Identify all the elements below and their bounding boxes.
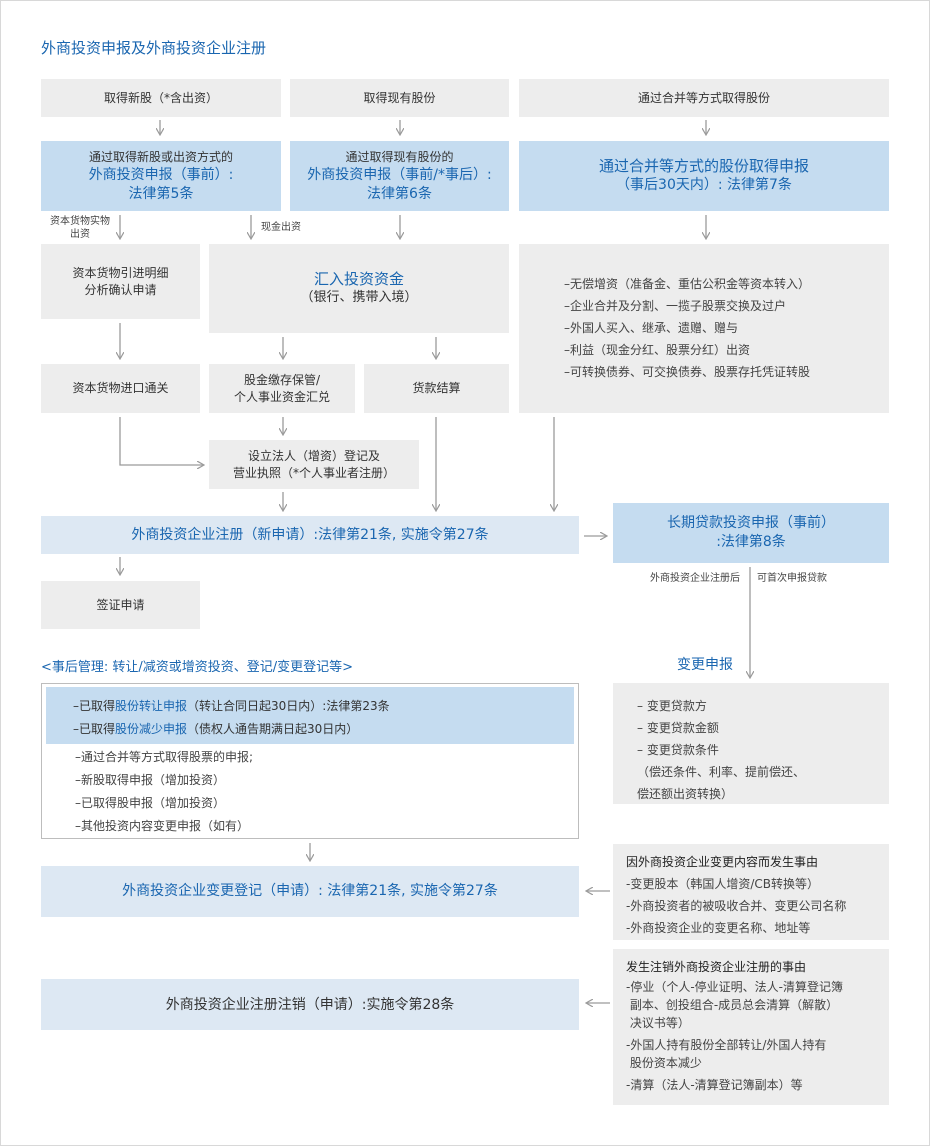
post-highlight-item: –已取得股份减少申报（债权人通告期满日起30日内）	[73, 718, 574, 741]
post-highlight-link[interactable]: 股份转让申报	[115, 699, 188, 713]
change-reason-item: -外商投资企业的变更名称、地址等	[626, 921, 811, 935]
merger-method-item: –可转换债券、可交换债券、股票存托凭证转股	[564, 365, 811, 379]
existing-shares-report-line3: 法律第6条	[367, 185, 432, 202]
existing-shares-report-box: 通过取得现有股份的 外商投资申报（事前/*事后）: 法律第6条	[290, 141, 509, 211]
merger-methods-list: –无偿增资（准备金、重估公积金等资本转入） –企业合并及分割、一揽子股票交换及过户…	[519, 273, 889, 383]
visa-box: 签证申请	[41, 581, 200, 629]
new-shares-report-box: 通过取得新股或出资方式的 外商投资申报（事前）: 法律第5条	[41, 141, 281, 211]
new-shares-box: 取得新股（*含出资）	[41, 79, 281, 117]
change-report-item: – 变更贷款条件	[637, 743, 719, 757]
change-reason-list: -变更股本（韩国人增资/CB转换等） -外商投资者的被吸收合并、变更公司名称 -外商…	[626, 873, 889, 939]
change-registration-box: 外商投资企业变更登记（申请）: 法律第21条, 实施令第27条	[41, 866, 579, 917]
page-title: 外商投资申报及外商投资企业注册	[41, 39, 267, 57]
change-reason-item: -外商投资者的被吸收合并、变更公司名称	[626, 899, 847, 913]
in-kind-edge-label: 资本货物实物 出资	[44, 215, 116, 241]
change-report-item: – 变更贷款方	[637, 699, 707, 713]
capital-goods-detail-line1: 资本货物引进明细	[72, 265, 169, 280]
customs-box: 资本货物进口通关	[41, 364, 200, 413]
cancel-reason-title: 发生注销外商投资企业注册的事由	[626, 960, 807, 974]
post-highlight-list: –已取得股份转让申报（转让合同日起30日内）:法律第23条–已取得股份减少申报（…	[73, 695, 574, 741]
cancel-reason-box: 发生注销外商投资企业注册的事由 -停业（个人-停业证明、法人-清算登记簿 副本、…	[613, 949, 889, 1105]
long-term-loan-line2: :法律第8条	[716, 534, 786, 550]
post-management-item: –其他投资内容变更申报（如有）	[75, 819, 250, 833]
post-management-item: –已取得股申报（增加投资）	[75, 796, 226, 810]
change-reason-title: 因外商投资企业变更内容而发生事由	[626, 855, 819, 869]
change-reason-item: -变更股本（韩国人增资/CB转换等）	[626, 877, 819, 891]
cancel-reason-item: -停业（个人-停业证明、法人-清算登记簿	[626, 980, 843, 994]
post-management-item: –新股取得申报（增加投资）	[75, 773, 226, 787]
remit-funds-line2: （银行、携带入境）	[300, 290, 418, 305]
post-highlight-panel: –已取得股份转让申报（转让合同日起30日内）:法律第23条–已取得股份减少申报（…	[46, 687, 574, 744]
remit-funds-line1: 汇入投资资金	[313, 270, 404, 288]
merger-report-box: 通过合并等方式的股份取得申报 （事后30天内）: 法律第7条	[519, 141, 889, 211]
post-highlight-item: –已取得股份转让申报（转让合同日起30日内）:法律第23条	[73, 695, 574, 718]
long-term-loan-box: 长期贷款投资申报（事前） :法律第8条	[613, 503, 889, 563]
change-report-item: （偿还条件、利率、提前偿还、	[637, 765, 806, 779]
new-shares-report-line1: 通过取得新股或出资方式的	[88, 149, 233, 164]
post-highlight-prefix: –已取得	[73, 722, 116, 736]
cancel-reason-list: -停业（个人-停业证明、法人-清算登记簿 副本、创投组合-成员总会清算（解散） …	[626, 978, 889, 1094]
deposit-line1: 股金缴存保管/	[243, 372, 321, 387]
new-shares-report-line2: 外商投资申报（事前）:	[88, 166, 234, 183]
existing-shares-report-line1: 通过取得现有股份的	[345, 149, 454, 164]
establish-line1: 设立法人（增资）登记及	[247, 448, 380, 463]
cancel-reason-item: -清算（法人-清算登记簿副本）等	[626, 1078, 803, 1092]
in-kind-label-line1: 资本货物实物	[50, 216, 110, 227]
cancel-reason-item: 副本、创投组合-成员总会清算（解散）	[626, 998, 839, 1012]
post-management-item: –通过合并等方式取得股票的申报;	[75, 750, 254, 764]
post-highlight-link[interactable]: 股份减少申报	[115, 722, 188, 736]
merger-report-line1: 通过合并等方式的股份取得申报	[598, 157, 809, 175]
merger-methods-box: –无偿增资（准备金、重估公积金等资本转入） –企业合并及分割、一揽子股票交换及过户…	[519, 244, 889, 413]
new-registration-box: 外商投资企业注册（新申请）:法律第21条, 实施令第27条	[41, 516, 579, 554]
cancel-registration-box: 外商投资企业注册注销（申请）:实施令第28条	[41, 979, 579, 1030]
merger-method-item: –无偿增资（准备金、重估公积金等资本转入）	[564, 277, 811, 291]
existing-shares-box: 取得现有股份	[290, 79, 509, 117]
loan-note-right: 可首次申报贷款	[757, 573, 827, 584]
new-shares-report-line3: 法律第5条	[128, 185, 194, 202]
merger-method-item: –企业合并及分割、一揽子股票交换及过户	[564, 299, 787, 313]
capital-goods-detail-box: 资本货物引进明细 分析确认申请	[41, 244, 200, 319]
change-reason-box: 因外商投资企业变更内容而发生事由 -变更股本（韩国人增资/CB转换等） -外商投资…	[613, 844, 889, 940]
change-report-item: 偿还额出资转换）	[637, 787, 734, 801]
post-management-title: <事后管理: 转让/减资或增资投资、登记/变更登记等>	[41, 660, 354, 675]
cancel-reason-item: 股份资本减少	[626, 1056, 702, 1070]
existing-shares-report-line2: 外商投资申报（事前/*事后）:	[307, 166, 492, 183]
change-report-item: – 变更贷款金额	[637, 721, 719, 735]
remit-funds-box: 汇入投资资金 （银行、携带入境）	[209, 244, 509, 333]
change-report-title: 变更申报	[677, 657, 733, 673]
change-report-box: – 变更贷款方 – 变更贷款金额 – 变更贷款条件 （偿还条件、利率、提前偿还、偿还额…	[613, 683, 889, 804]
cash-edge-label: 现金出资	[261, 222, 301, 233]
capital-goods-detail-line2: 分析确认申请	[84, 282, 157, 297]
merger-report-line2: （事后30天内）: 法律第7条	[616, 177, 792, 193]
cancel-reason-item: 决议书等）	[626, 1016, 690, 1030]
loan-note-left: 外商投资企业注册后	[650, 573, 740, 584]
arrow-connector	[119, 417, 203, 465]
merger-method-item: –利益（现金分红、股票分红）出资	[564, 343, 751, 357]
change-report-list: – 变更贷款方 – 变更贷款金额 – 变更贷款条件 （偿还条件、利率、提前偿还、偿还额…	[613, 695, 889, 805]
merger-method-item: –外国人买入、继承、遗赠、赠与	[564, 321, 739, 335]
in-kind-label-line2: 出资	[70, 229, 90, 240]
deposit-line2: 个人事业资金汇兑	[233, 389, 330, 404]
post-highlight-suffix: （转让合同日起30日内）:法律第23条	[187, 699, 390, 713]
establish-line2: 营业执照（*个人事业者注册）	[232, 465, 395, 480]
settlement-box: 货款结算	[364, 364, 509, 413]
establish-box: 设立法人（增资）登记及 营业执照（*个人事业者注册）	[209, 440, 419, 489]
post-management-box: –已取得股份转让申报（转让合同日起30日内）:法律第23条–已取得股份减少申报（…	[41, 683, 579, 839]
merger-box: 通过合并等方式取得股份	[519, 79, 889, 117]
cancel-reason-item: -外国人持有股份全部转让/外国人持有	[626, 1038, 827, 1052]
post-highlight-suffix: （债权人通告期满日起30日内）	[187, 722, 359, 736]
post-highlight-prefix: –已取得	[73, 699, 116, 713]
deposit-box: 股金缴存保管/ 个人事业资金汇兑	[209, 364, 355, 413]
post-management-list: –通过合并等方式取得股票的申报; –新股取得申报（增加投资） –已取得股申报（增加投…	[69, 746, 253, 838]
long-term-loan-line1: 长期贷款投资申报（事前）	[667, 515, 835, 531]
